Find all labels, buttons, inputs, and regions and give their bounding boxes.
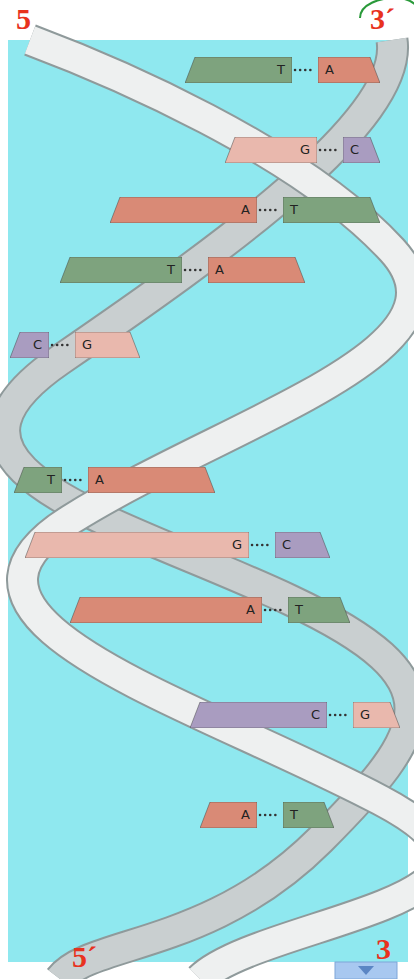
base-shape xyxy=(70,597,262,623)
nav-arrow xyxy=(358,966,374,975)
strand-end-label: 5 xyxy=(16,2,31,35)
base-shape xyxy=(88,467,215,493)
base-piece: T xyxy=(14,467,62,493)
base-shape xyxy=(185,57,292,83)
base-letter: A xyxy=(95,472,104,488)
base-piece: C xyxy=(275,532,330,558)
base-shape xyxy=(343,137,380,163)
base-piece: G xyxy=(75,332,140,358)
base-piece: C xyxy=(190,702,327,728)
base-piece: T xyxy=(283,197,380,223)
hydrogen-bond xyxy=(260,814,280,817)
base-letter: A xyxy=(215,262,224,278)
hydrogen-bond xyxy=(265,609,285,612)
base-piece: A xyxy=(88,467,215,493)
base-piece: A xyxy=(70,597,262,623)
base-letter: A xyxy=(246,602,255,618)
base-piece: G xyxy=(353,702,400,728)
hydrogen-bond xyxy=(330,714,350,717)
hydrogen-bond xyxy=(295,69,315,72)
base-piece: A xyxy=(208,257,305,283)
base-piece: A xyxy=(318,57,380,83)
base-piece: T xyxy=(60,257,182,283)
base-letter: T xyxy=(167,262,175,278)
base-letter: C xyxy=(33,337,42,353)
base-letter: T xyxy=(290,202,298,218)
base-piece: T xyxy=(185,57,292,83)
base-piece: T xyxy=(283,802,334,828)
base-shape xyxy=(190,702,327,728)
hydrogen-bond xyxy=(65,479,85,482)
hydrogen-bond xyxy=(260,209,280,212)
base-shape xyxy=(110,197,257,223)
backbone-ribbon xyxy=(22,40,414,979)
strand-end-label: 3 xyxy=(376,932,391,965)
hydrogen-bond xyxy=(185,269,205,272)
base-letter: T xyxy=(277,62,285,78)
base-piece: A xyxy=(110,197,257,223)
base-piece: T xyxy=(288,597,350,623)
base-letter: G xyxy=(360,707,370,723)
base-piece: C xyxy=(10,332,49,358)
strand-end-label: 3´ xyxy=(370,2,395,35)
base-letter: T xyxy=(295,602,303,618)
base-shape xyxy=(25,532,249,558)
base-shape xyxy=(60,257,182,283)
base-piece: G xyxy=(25,532,249,558)
base-piece: C xyxy=(343,137,380,163)
base-shape xyxy=(10,332,49,358)
base-piece: A xyxy=(200,802,257,828)
base-letter: A xyxy=(241,202,250,218)
base-letter: G xyxy=(300,142,310,158)
base-piece: G xyxy=(225,137,317,163)
base-letter: A xyxy=(325,62,334,78)
hydrogen-bond xyxy=(252,544,272,547)
base-letter: C xyxy=(282,537,291,553)
base-letter: T xyxy=(47,472,55,488)
hydrogen-bond xyxy=(52,344,72,347)
base-letter: C xyxy=(311,707,320,723)
base-letter: C xyxy=(350,142,359,158)
hydrogen-bond xyxy=(320,149,340,152)
base-letter: A xyxy=(241,807,250,823)
base-letter: G xyxy=(82,337,92,353)
base-letter: T xyxy=(290,807,298,823)
base-letter: G xyxy=(232,537,242,553)
strand-end-label: 5´ xyxy=(72,940,97,973)
